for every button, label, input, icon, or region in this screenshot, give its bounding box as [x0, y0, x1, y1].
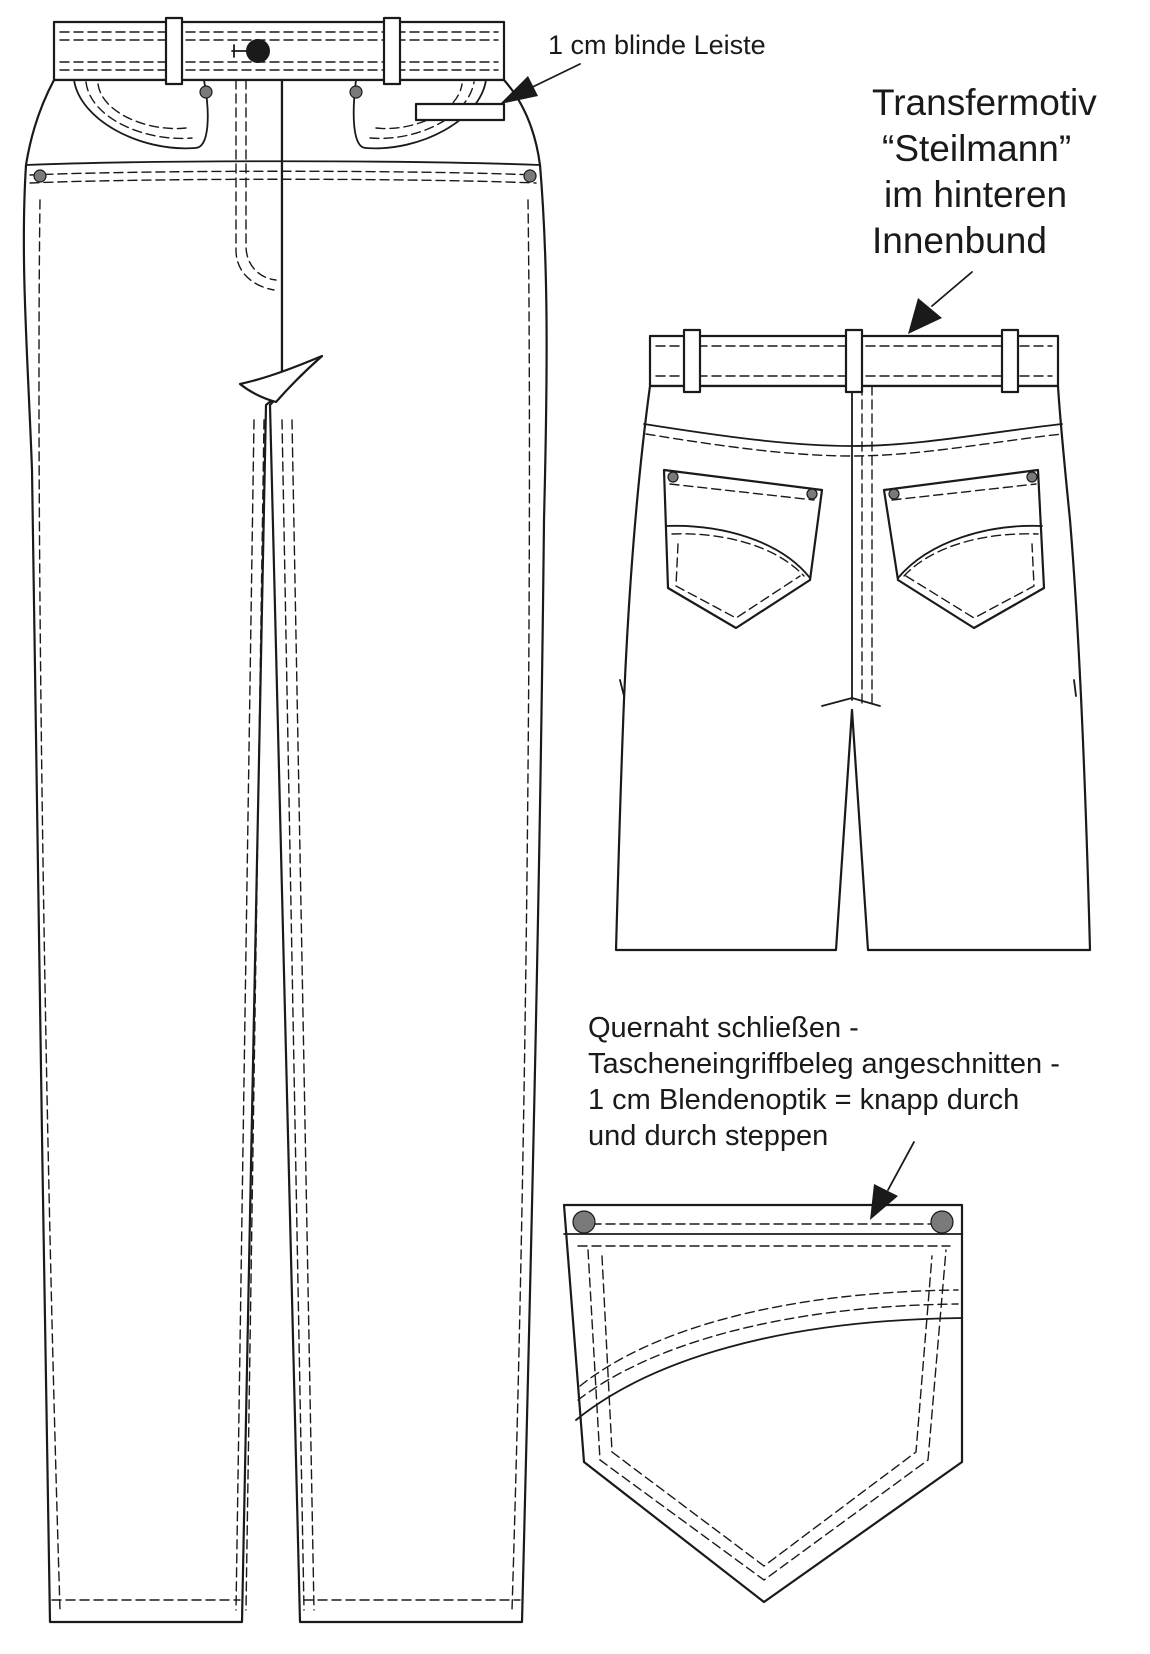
arrow-transfer-line: [931, 271, 973, 307]
annotation-line: Innenbund: [872, 220, 1047, 261]
front-fly-topstitch: [235, 79, 277, 291]
rivet: [33, 169, 47, 183]
blind-strip-annotation: 1 cm blinde Leiste: [548, 30, 766, 60]
front-left-leg: [22, 78, 284, 1624]
annotation-line: Quernaht schließen -: [588, 1012, 859, 1044]
front-left-pocket-opening: [73, 79, 209, 150]
rivet: [667, 471, 679, 483]
arrow-leiste-head: [500, 76, 538, 104]
back-left-pocket: [662, 468, 824, 630]
annotation-line: “Steilmann”: [882, 128, 1072, 169]
front-right-outseam-topstitch: [511, 199, 531, 1611]
back-view-jeans: [614, 328, 1092, 952]
back-crotch-line: [821, 697, 881, 707]
front-left-pocket-topstitch: [85, 81, 193, 140]
front-left-inseam-topstitch: [235, 419, 265, 1611]
front-view-jeans: [22, 16, 548, 1624]
annotation-line: und durch steppen: [588, 1120, 829, 1152]
arrow-pocket-head: [870, 1184, 898, 1220]
front-belt-loop: [382, 16, 402, 86]
front-waistband: [52, 20, 506, 82]
annotation-line: 1 cm Blendenoptik = knapp durch: [588, 1084, 1020, 1116]
arrow-pocket-line: [887, 1141, 915, 1191]
rivet: [888, 488, 900, 500]
front-button: [246, 39, 270, 63]
pocket-note-annotation: Quernaht schließen - Tascheneingriffbele…: [588, 1010, 1060, 1154]
back-pocket-detail: [562, 1203, 964, 1604]
back-belt-loop: [682, 328, 702, 394]
rivet: [199, 85, 213, 99]
rivet: [1026, 471, 1038, 483]
rivet: [930, 1210, 954, 1234]
transfer-motif-annotation: Transfermotiv “Steilmann” im hinteren In…: [872, 80, 1097, 264]
pocket-detail-opening-topstitch: [577, 1223, 951, 1247]
front-belt-loop: [164, 16, 184, 86]
annotation-line: Transfermotiv: [872, 82, 1097, 123]
back-bartack: [619, 679, 1077, 697]
back-belt-loop: [844, 328, 864, 394]
pocket-detail-outline: [562, 1203, 964, 1604]
front-yoke-topstitch: [29, 170, 537, 184]
back-yoke-topstitch: [645, 433, 1063, 457]
rivet: [572, 1210, 596, 1234]
front-right-leg: [268, 78, 548, 1624]
rivet: [523, 169, 537, 183]
front-buttonhole: [231, 44, 247, 58]
back-belt-loop: [1000, 328, 1020, 394]
back-left-pocket-facing: [665, 524, 811, 579]
back-right-pocket-facing: [897, 524, 1043, 579]
arrow-transfer-head: [908, 298, 942, 334]
back-right-pocket: [882, 468, 1046, 630]
annotation-line: Tascheneingriffbeleg angeschnitten -: [588, 1048, 1060, 1080]
rivet: [349, 85, 363, 99]
rivet: [806, 488, 818, 500]
back-right-pocket-topstitch: [891, 483, 1039, 619]
leader-arrows: [500, 63, 973, 1220]
front-left-outseam-topstitch: [38, 199, 61, 1611]
crotch-break-line: [238, 354, 324, 404]
pocket-detail-facing-topstitch: [577, 1289, 959, 1401]
blind-strip: [414, 102, 506, 122]
annotation-line: im hinteren: [884, 174, 1068, 215]
front-waistband-topstitch: [59, 31, 499, 71]
front-yoke-seam: [25, 160, 541, 166]
front-right-inseam-topstitch: [281, 419, 315, 1611]
back-center-topstitch: [861, 385, 873, 709]
pocket-detail-side-topstitch: [587, 1249, 947, 1581]
back-left-pocket-topstitch: [669, 483, 815, 619]
back-body: [614, 384, 1092, 952]
